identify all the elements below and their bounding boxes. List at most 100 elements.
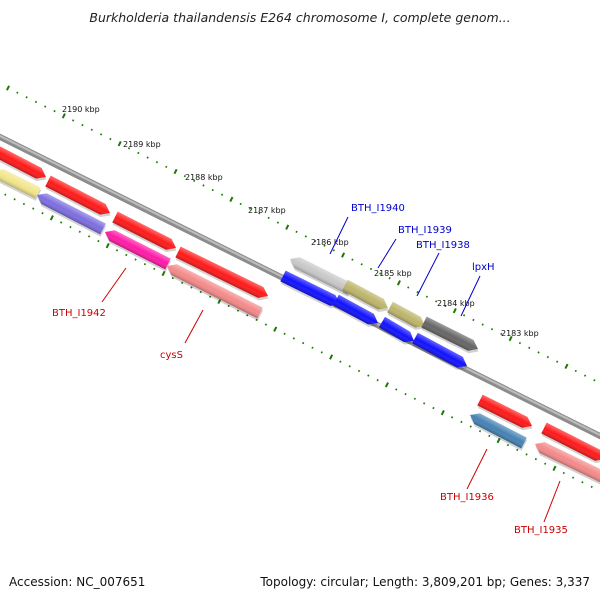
gene-arrow[interactable]: [0, 144, 50, 185]
scale-tick: [302, 341, 305, 345]
gene-arrow[interactable]: [332, 294, 382, 331]
scale-tick: [258, 212, 261, 215]
scale-tick: [61, 113, 66, 119]
scale-tick: [562, 471, 565, 475]
scale-tick: [153, 267, 156, 271]
scale-tick: [34, 100, 38, 104]
gene-label-leader: [416, 252, 440, 297]
scale-tick: [478, 430, 482, 433]
scale-tick: [165, 165, 168, 169]
scale-tick: [593, 379, 596, 382]
scale-tick-label: 2183 kbp: [501, 329, 539, 338]
scale-tick: [367, 374, 370, 377]
scale-tick: [246, 314, 249, 317]
gene-label[interactable]: BTH_I1940: [351, 203, 405, 214]
scale-tick: [22, 202, 26, 206]
scale-tick: [190, 286, 193, 289]
scale-tick: [508, 335, 513, 342]
gene-arrow[interactable]: [476, 394, 536, 434]
scale-tick: [413, 397, 416, 400]
gene-arrow[interactable]: [101, 227, 172, 272]
scale-tick: [81, 123, 84, 127]
scale-tick: [348, 365, 351, 368]
scale-tick: [369, 267, 373, 271]
scale-tick: [25, 96, 28, 99]
scale-tick: [115, 249, 119, 252]
scale-tick: [546, 355, 549, 359]
scale-tick: [78, 230, 81, 233]
scale-tick: [518, 341, 522, 345]
scale-tick: [211, 188, 214, 192]
scale-tick: [146, 156, 149, 159]
scale-tick: [472, 318, 475, 322]
gene-label-leader: [329, 216, 349, 255]
gene-arrow[interactable]: [532, 439, 600, 486]
scale-tick: [16, 91, 19, 94]
gene-label[interactable]: BTH_I1935: [514, 525, 568, 536]
gene-label[interactable]: lpxH: [472, 262, 495, 273]
gene-arrow[interactable]: [411, 332, 471, 374]
gene-arrow[interactable]: [386, 301, 429, 334]
gene-arrow[interactable]: [540, 422, 600, 467]
scale-tick: [516, 448, 519, 451]
gene-arrow[interactable]: [163, 261, 264, 321]
scale-tick: [339, 360, 342, 363]
gene-labels: BTH_I1942 cysS BTH_I1940BTH_I1939BTH_I1938…: [52, 203, 568, 536]
scale-tick: [41, 212, 44, 215]
gene-arrow[interactable]: [286, 254, 354, 297]
scale-tick: [379, 272, 382, 275]
scale-tick: [407, 286, 410, 289]
scale-tick: [435, 300, 438, 303]
scale-tick: [460, 420, 463, 424]
gene-label[interactable]: BTH_I1942: [52, 308, 106, 319]
gene-arrow[interactable]: [279, 270, 344, 312]
gene-arrow[interactable]: [111, 211, 180, 256]
gene-label[interactable]: BTH_I1936: [440, 492, 494, 503]
gene-arrow[interactable]: [44, 175, 114, 221]
scale-tick-label: 2185 kbp: [374, 269, 412, 278]
scale-tick: [376, 379, 379, 382]
scale-tick: [440, 409, 445, 416]
scale-tick: [137, 151, 140, 155]
scale-tick: [332, 249, 335, 252]
scale-tick: [384, 382, 389, 388]
scale-tick: [452, 307, 457, 314]
gene-arrow[interactable]: [420, 316, 482, 357]
gene-arrow[interactable]: [466, 410, 528, 451]
scale-tick: [462, 314, 466, 317]
scale-tick: [506, 443, 510, 447]
scale-tick: [556, 360, 559, 363]
scale-tick-label: 2187 kbp: [248, 206, 286, 215]
scale-tick: [193, 179, 196, 182]
scale-tick: [323, 244, 326, 247]
scale-tick: [490, 328, 494, 331]
scale-tick: [283, 332, 286, 335]
scale-tick: [295, 230, 298, 233]
scale-tick: [90, 128, 93, 131]
gene-label-leader: [377, 238, 397, 269]
scale-tick: [357, 369, 361, 373]
scale-tick: [564, 363, 569, 370]
gene-arrow[interactable]: [341, 279, 392, 316]
scale-tick: [208, 295, 212, 298]
gene-arrow[interactable]: [378, 316, 418, 349]
scale-tick: [97, 239, 100, 243]
scale-tick: [143, 263, 147, 266]
scale-tick: [5, 85, 11, 91]
scale-tick: [248, 207, 252, 210]
gene-label[interactable]: BTH_I1939: [398, 225, 452, 236]
gene-arrow[interactable]: [0, 166, 42, 201]
gene-arrow[interactable]: [33, 190, 107, 237]
scale-tick: [227, 304, 230, 308]
gene-label[interactable]: BTH_I1938: [416, 240, 470, 251]
scale-tick: [134, 258, 137, 261]
gene-label[interactable]: cysS: [160, 350, 183, 361]
gene-label-leader: [101, 267, 127, 303]
gene-arrow[interactable]: [174, 246, 271, 304]
scale-tick: [544, 462, 547, 465]
scale-tick: [161, 270, 166, 277]
accession-text: Accession: NC_007651: [9, 575, 146, 589]
scale-tick: [202, 184, 205, 187]
scale-tick: [183, 174, 186, 178]
